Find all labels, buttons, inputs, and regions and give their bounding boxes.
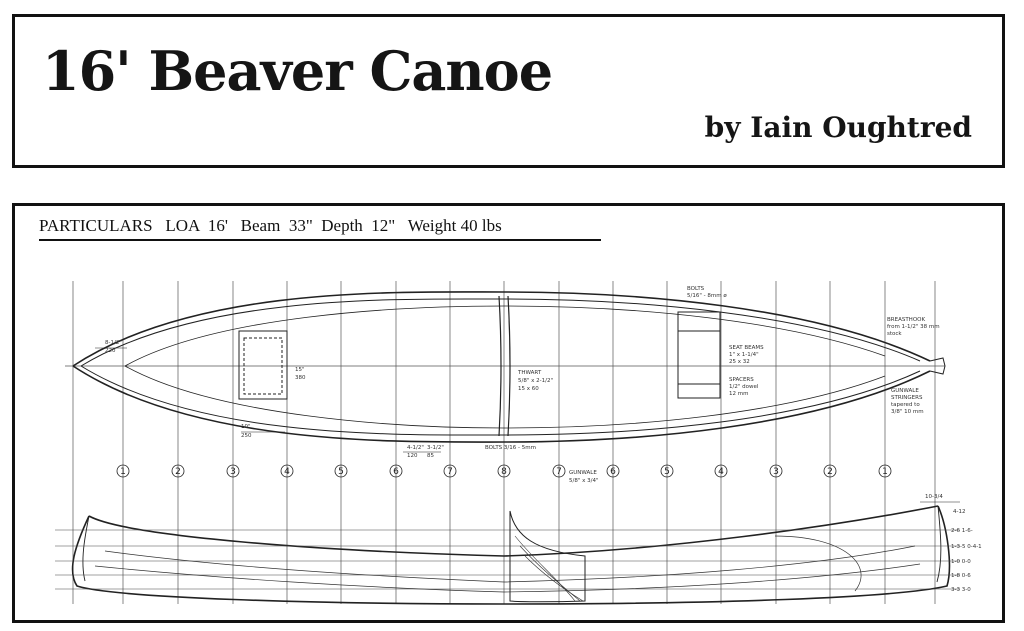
station-label: 4 (284, 467, 290, 477)
gunwale-size: 5/8" x 3/4" (569, 478, 599, 484)
bolts-label: BOLTS (687, 286, 705, 292)
title-panel: 16' Beaver Canoe by Iain Oughtred (12, 14, 1005, 168)
dim-120: 120 (407, 453, 418, 459)
waterline-label-4: 1-0 0-0 (951, 559, 971, 565)
waterline-label-2: 2-6 1-6- (951, 528, 973, 534)
station-label: 6 (610, 467, 616, 477)
dim-seat-mm: 380 (295, 375, 306, 381)
spacers-mm: 12 mm (729, 391, 748, 397)
station-label: 6 (393, 467, 399, 477)
dim-4b: 3-1/2" (427, 445, 444, 451)
station-label: 1 (882, 467, 888, 477)
dim-4a: 4-1/2" (407, 445, 424, 451)
station-label: 7 (447, 467, 453, 477)
dim-85: 85 (427, 453, 434, 459)
dim-bow-b: 220 (105, 348, 116, 354)
dim-bow-a: 8-1/2" (105, 340, 122, 346)
canoe-plan-drawing: BOLTS 5/16" - 8mm ø THWART 5/8" x 2-1/2"… (55, 281, 982, 605)
dim-seat-w: 15" (295, 367, 305, 373)
gunwale-stringers-size: 3/8" 10 mm (891, 409, 924, 415)
spacers-label: SPACERS (729, 377, 754, 383)
station-markers: 1 2 3 4 5 6 7 8 7 6 5 4 3 2 (116, 464, 892, 478)
plan-author: by Iain Oughtred (704, 111, 972, 144)
station-label: 3 (230, 467, 236, 477)
station-label: 2 (175, 467, 181, 477)
thwart-mm: 15 x 60 (518, 386, 539, 392)
seat-beams-label: SEAT BEAMS (729, 345, 764, 351)
dim-10: 10" (241, 424, 251, 430)
seat-beams-size: 1" x 1-1/4" (729, 352, 759, 358)
station-label: 4 (718, 467, 724, 477)
station-label: 8 (501, 467, 507, 477)
station-label: 2 (827, 467, 833, 477)
dim-250: 250 (241, 433, 252, 439)
sheer-dim: 10-3/4 (925, 494, 943, 500)
gunwale-stringers-taper: tapered to (891, 402, 920, 408)
breasthook-size: from 1-1/2" 38 mm (887, 324, 940, 330)
spacers-size: 1/2" dowel (729, 384, 759, 390)
breasthook-stock: stock (887, 331, 902, 337)
station-label: 7 (556, 467, 562, 477)
gunwale-stringers-label-2: STRINGERS (891, 395, 923, 401)
bolts-bottom-label: BOLTS 3/16 - 5mm (485, 445, 536, 451)
station-label: 1 (120, 467, 126, 477)
waterline-label-1: 4-12 (953, 509, 965, 515)
thwart-size: 5/8" x 2-1/2" (518, 378, 553, 384)
particulars-underline (39, 239, 601, 241)
plan-title: 16' Beaver Canoe (42, 39, 553, 103)
waterline-label-3: 1-3-5 0-4-1 (951, 544, 982, 550)
bolts-size: 5/16" - 8mm ø (687, 293, 727, 299)
gunwale-stringers-label: GUNWALE (891, 388, 919, 394)
waterline-label-5: 1-8 0-6 (951, 573, 971, 579)
station-label: 5 (338, 467, 344, 477)
plan-drawing-panel: BOLTS 5/16" - 8mm ø THWART 5/8" x 2-1/2"… (12, 203, 1005, 623)
station-label: 5 (664, 467, 670, 477)
breasthook-label: BREASTHOOK (887, 317, 925, 323)
thwart-label: THWART (517, 370, 542, 376)
particulars-heading: PARTICULARS LOA 16' Beam 33" Depth 12" W… (39, 216, 502, 235)
station-label: 3 (773, 467, 779, 477)
seat-beams-mm: 25 x 32 (729, 359, 750, 365)
waterline-label-6: 3-3 3-0 (951, 587, 971, 593)
gunwale-label: GUNWALE (569, 470, 597, 476)
profile-view: 10-3/4 4-12 2-6 1-6- 1-3-5 0-4-1 1-0 0-0… (55, 494, 982, 605)
